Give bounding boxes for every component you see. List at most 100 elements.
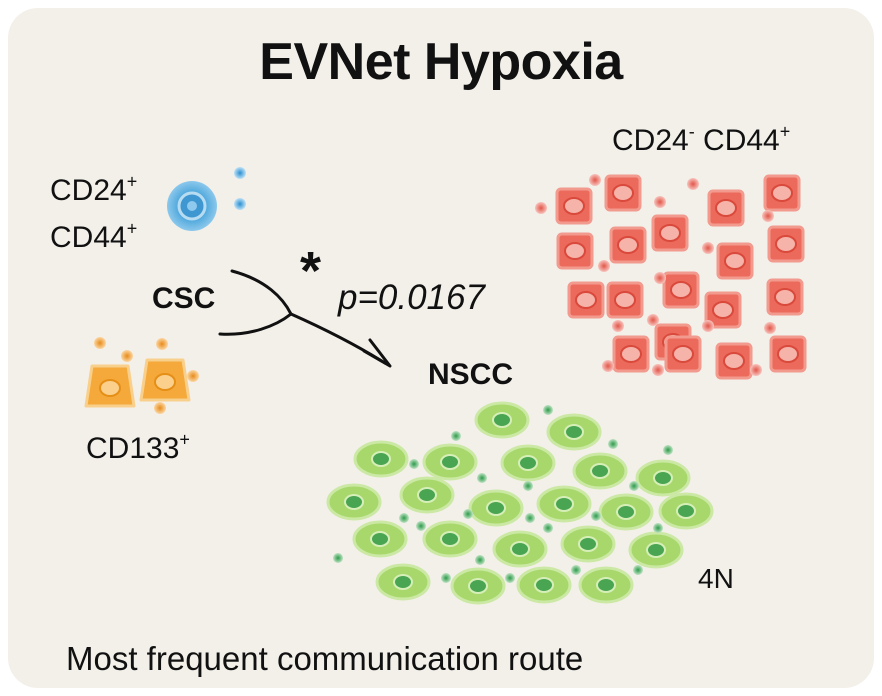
green-4n-nscc-cells (326, 401, 714, 605)
red-vesicle (535, 202, 547, 214)
red-vesicle (612, 320, 624, 332)
red-vesicle (654, 272, 666, 284)
green-vesicle (629, 481, 639, 491)
green-cell (326, 483, 382, 521)
green-vesicle (633, 565, 643, 575)
green-vesicle (525, 513, 535, 523)
green-cell (635, 459, 691, 497)
green-vesicle (416, 521, 426, 531)
green-cell (500, 444, 556, 482)
red-vesicle (702, 242, 714, 254)
green-cell (375, 563, 431, 601)
red-cell (664, 335, 702, 373)
green-cell (560, 525, 616, 563)
red-vesicle (764, 322, 776, 334)
blue-vesicle (234, 167, 246, 179)
blue-csc-cell (167, 181, 217, 231)
green-cell (399, 476, 455, 514)
green-vesicle (608, 439, 618, 449)
green-cell (422, 443, 478, 481)
green-cell (598, 493, 654, 531)
green-marker-4n: 4N (698, 563, 734, 594)
green-cell (492, 530, 548, 568)
orange-vesicle (154, 402, 166, 414)
green-cell (536, 485, 592, 523)
green-vesicle (571, 565, 581, 575)
green-cell (468, 489, 524, 527)
green-vesicle (475, 555, 485, 565)
red-cell (606, 281, 644, 319)
orange-cell (139, 358, 191, 402)
green-vesicle (543, 405, 553, 415)
green-cell (578, 566, 634, 604)
red-cell (651, 214, 689, 252)
red-cell (555, 187, 593, 225)
red-vesicle (602, 360, 614, 372)
red-cell (704, 291, 742, 329)
green-cell (628, 531, 684, 569)
green-vesicle (399, 513, 409, 523)
green-vesicle (505, 573, 515, 583)
green-vesicle (523, 481, 533, 491)
nscc-label: NSCC (428, 358, 514, 391)
green-cell (474, 401, 530, 439)
orange-cd133-cells (84, 337, 199, 414)
diagram-artwork (84, 167, 807, 605)
blue-marker-cd44: CD44+ (50, 218, 138, 254)
red-cell (662, 271, 700, 309)
red-vesicle (750, 364, 762, 376)
red-vesicle (598, 260, 610, 272)
red-cd24neg-cd44pos-cells (535, 174, 807, 380)
orange-vesicle (121, 350, 133, 362)
red-cell (769, 335, 807, 373)
green-cell (352, 520, 408, 558)
red-cell (763, 174, 801, 212)
orange-vesicle (94, 337, 106, 349)
orange-marker-cd133: CD133+ (86, 429, 190, 465)
red-cell (567, 281, 605, 319)
green-vesicle (477, 473, 487, 483)
green-vesicle (441, 573, 451, 583)
green-vesicle (333, 553, 343, 563)
red-cell (609, 226, 647, 264)
green-vesicle (451, 431, 461, 441)
green-cell (450, 567, 506, 605)
red-cell (707, 189, 745, 227)
green-cell (422, 520, 478, 558)
blue-vesicle (234, 198, 246, 210)
orange-vesicle (156, 338, 168, 350)
red-cell (767, 225, 805, 263)
red-cell (716, 242, 754, 280)
red-vesicle (702, 320, 714, 332)
caption: Most frequent communication route (66, 640, 584, 677)
orange-cell (84, 364, 136, 408)
green-cell (353, 440, 409, 478)
red-cell (612, 335, 650, 373)
green-cell (546, 413, 602, 451)
green-vesicle (463, 509, 473, 519)
green-vesicle (663, 445, 673, 455)
orange-vesicle (187, 370, 199, 382)
green-vesicle (543, 523, 553, 533)
significance-star: * (300, 241, 322, 301)
red-marker-label: CD24- CD44+ (612, 121, 791, 157)
red-cell (604, 174, 642, 212)
red-vesicle (589, 174, 601, 186)
communication-arrow (218, 269, 392, 368)
green-vesicle (409, 459, 419, 469)
red-vesicle (654, 196, 666, 208)
p-value: p=0.0167 (338, 278, 485, 317)
red-vesicle (652, 364, 664, 376)
red-vesicle (647, 314, 659, 326)
csc-label: CSC (152, 282, 216, 315)
green-vesicle (653, 523, 663, 533)
red-cell (766, 278, 804, 316)
green-vesicle (591, 511, 601, 521)
blue-marker-cd24: CD24+ (50, 171, 138, 207)
red-cell (556, 232, 594, 270)
red-cell (715, 342, 753, 380)
diagram-title: EVNet Hypoxia (259, 33, 623, 91)
green-cell (572, 452, 628, 490)
red-vesicle (762, 210, 774, 222)
diagram-panel: EVNet Hypoxia CD24+ CD44+ CSC * p=0.0167… (8, 8, 874, 688)
